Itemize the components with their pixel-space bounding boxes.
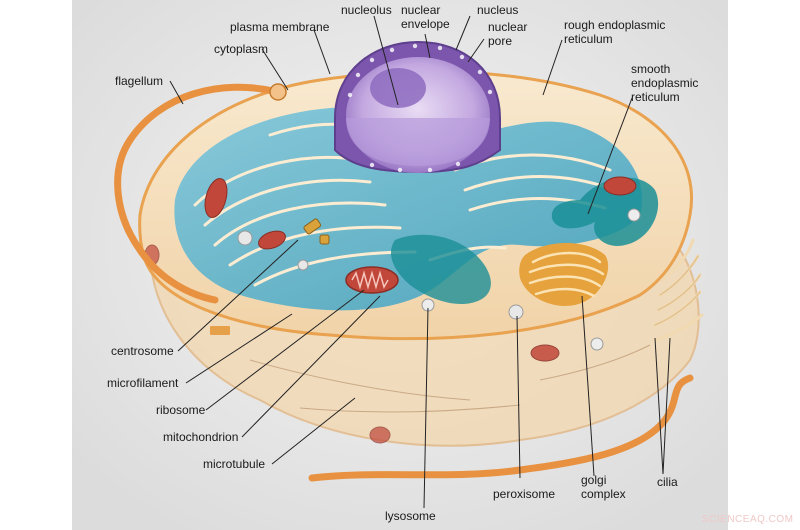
centrosome-shape [303, 218, 330, 245]
label-microfilament: microfilament [107, 376, 179, 390]
label-lysosome: lysosome [385, 509, 436, 523]
label-peroxisome: peroxisome [493, 487, 556, 501]
label-mitochondrion: mitochondrion [163, 430, 239, 444]
label-cytoplasm: cytoplasm [214, 42, 269, 56]
flagellum-shape [114, 83, 282, 304]
label-smooth-er: smooth endoplasmic reticulum [631, 62, 699, 104]
label-microtubule: microtubule [203, 457, 266, 471]
nucleolus-shape [370, 68, 426, 108]
mitochondrion-main [345, 266, 399, 294]
watermark: SCIENCEAQ.COM [702, 514, 794, 525]
label-flagellum: flagellum [115, 74, 164, 88]
vesicle-orange [210, 326, 230, 335]
rough-er-shape [174, 107, 643, 311]
label-nuclear-envelope: nuclear envelope [401, 3, 450, 31]
label-plasma-membrane: plasma membrane [230, 20, 330, 34]
label-golgi-complex: golgi complex [581, 473, 626, 501]
mitochondria [144, 176, 637, 444]
label-cilia: cilia [657, 475, 678, 489]
lower-flagellum [308, 374, 694, 482]
nucleus-shape [334, 40, 501, 174]
label-rough-er: rough endoplasmic reticulum [564, 18, 666, 46]
flagellum-base [269, 83, 287, 101]
smooth-er-lower [390, 234, 491, 305]
label-nucleus: nucleus [477, 3, 519, 17]
vesicles [237, 208, 641, 351]
label-centrosome: centrosome [111, 344, 174, 358]
cytoskeleton-lines [249, 344, 651, 413]
smooth-er-shape [551, 177, 659, 246]
label-nucleolus: nucleolus [341, 3, 392, 17]
label-ribosome: ribosome [156, 403, 206, 417]
golgi-complex-shape [519, 242, 609, 306]
leader-lines [169, 15, 671, 509]
label-nuclear-pore: nuclear pore [488, 20, 528, 48]
